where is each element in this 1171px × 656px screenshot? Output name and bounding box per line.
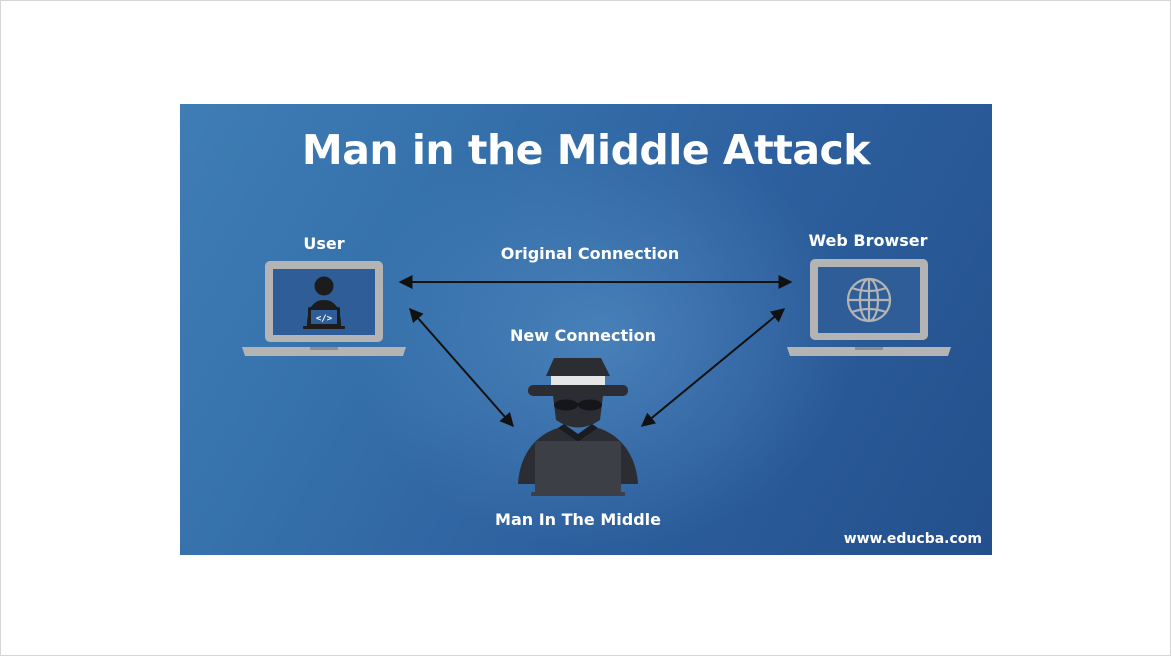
diagram-title: Man in the Middle Attack	[301, 126, 871, 174]
laptop-globe-icon	[787, 259, 951, 356]
original-connection-label: Original Connection	[500, 244, 680, 263]
new-connection-label: New Connection	[510, 326, 656, 345]
hacker-spy-icon	[518, 358, 638, 496]
user-label: User	[303, 234, 345, 253]
attacker-to-browser-arrow	[640, 308, 786, 427]
watermark-url: www.educba.com	[843, 531, 982, 547]
diagram-banner: Man in the Middle Attack </>	[180, 104, 992, 555]
web-browser-label: Web Browser	[808, 231, 928, 250]
laptop-user-coder-icon: </>	[242, 261, 406, 356]
svg-text:</>: </>	[316, 314, 333, 324]
user-to-attacker-arrow	[409, 307, 514, 428]
attacker-label: Man In The Middle	[495, 510, 661, 529]
diagram-art: </>	[242, 259, 951, 496]
